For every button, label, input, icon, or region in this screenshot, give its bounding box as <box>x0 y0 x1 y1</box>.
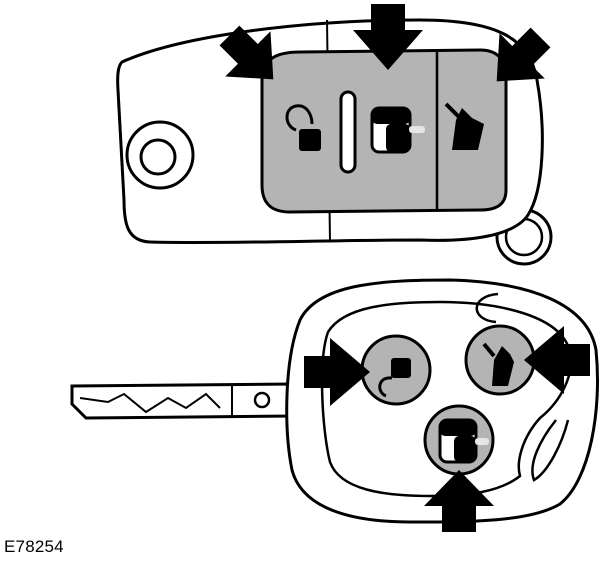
unlock-padlock-icon <box>378 358 411 398</box>
lock-doors-icon <box>438 418 489 464</box>
flip-key-remote <box>116 4 553 266</box>
arrow-pointing-left <box>524 326 590 394</box>
trunk-button <box>464 324 536 396</box>
arrow-pointing-down-left <box>496 27 551 82</box>
arrow-pointing-right <box>304 338 370 406</box>
arrow-pointing-down-right <box>219 25 274 80</box>
key-blade <box>70 382 294 420</box>
lock-button <box>423 404 495 476</box>
trunk-release-icon <box>482 342 514 386</box>
unlock-padlock-icon <box>285 104 321 151</box>
lock-doors-icon <box>370 106 425 154</box>
button-divider-pill <box>339 90 357 174</box>
figure-reference-code: E78254 <box>4 537 64 556</box>
arrow-pointing-down <box>353 4 423 70</box>
unlock-button <box>360 334 432 406</box>
fixed-blade-key-remote <box>70 278 599 532</box>
trunk-release-icon <box>444 102 484 150</box>
blade-release-button <box>125 120 195 190</box>
fixed-key-head-inner-outline <box>320 300 573 498</box>
arrow-pointing-up <box>424 470 494 532</box>
